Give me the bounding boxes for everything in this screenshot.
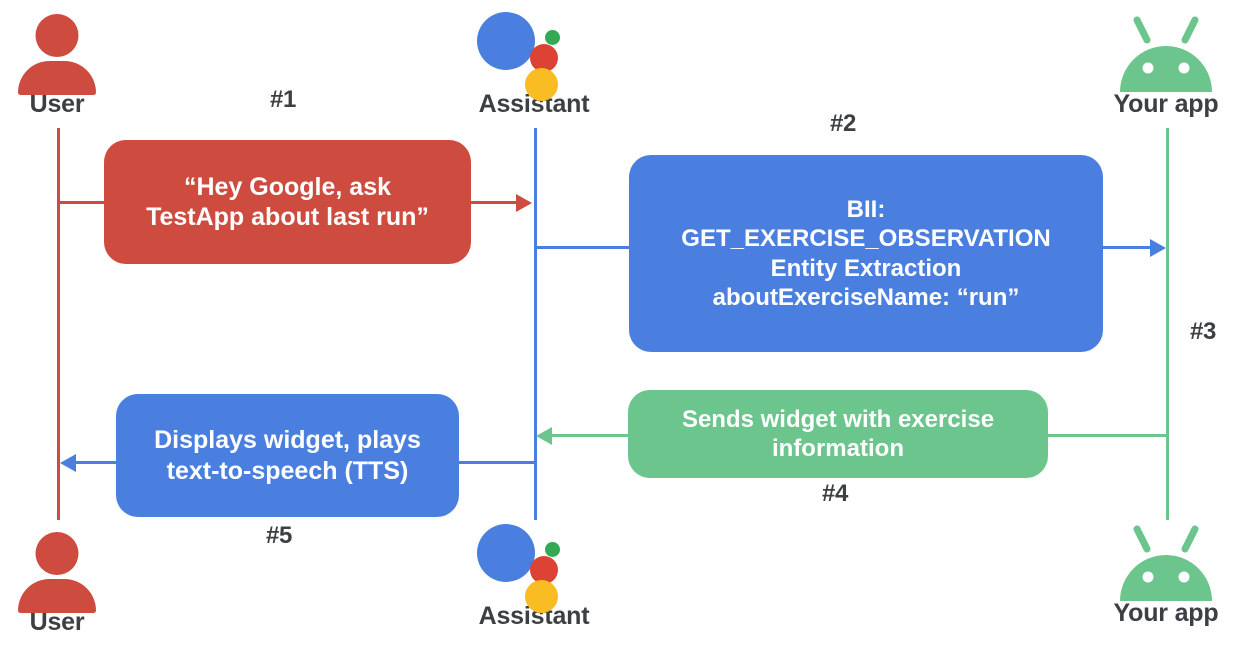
user-avatar-icon bbox=[0, 524, 132, 613]
android-robot-icon bbox=[1091, 515, 1241, 601]
assistant-green-dot bbox=[545, 30, 560, 45]
actor-label-your-app-bottom: Your app bbox=[1113, 599, 1219, 627]
arrowhead-user-to-assistant bbox=[516, 194, 532, 212]
android-robot-svg bbox=[1120, 16, 1212, 92]
connector-assistant-to-message5 bbox=[457, 461, 535, 464]
actor-assistant-bottom[interactable]: Assistant bbox=[459, 518, 609, 629]
step-label-2: #2 bbox=[830, 110, 857, 137]
connector-assistant-to-message2 bbox=[534, 246, 632, 249]
message-box-user-utterance[interactable]: “Hey Google, ask TestApp about last run” bbox=[104, 140, 471, 264]
google-assistant-icon bbox=[459, 518, 609, 613]
google-assistant-icon bbox=[459, 6, 609, 101]
arrowhead-assistant-to-your-app bbox=[1150, 239, 1166, 257]
android-robot-icon bbox=[1091, 6, 1241, 92]
assistant-blue-dot bbox=[477, 12, 535, 70]
user-body-shape bbox=[18, 61, 96, 95]
assistant-red-dot bbox=[530, 44, 558, 72]
actor-user-bottom[interactable]: User bbox=[0, 524, 132, 635]
assistant-yellow-dot bbox=[525, 68, 558, 101]
message-box-bii-intent[interactable]: BII: GET_EXERCISE_OBSERVATION Entity Ext… bbox=[629, 155, 1103, 352]
lifeline-user-top bbox=[57, 128, 60, 520]
user-avatar-icon bbox=[0, 6, 132, 95]
arrowhead-your-app-to-assistant bbox=[536, 427, 552, 445]
arrowhead-assistant-to-user bbox=[60, 454, 76, 472]
message-box-assistant-output[interactable]: Displays widget, plays text-to-speech (T… bbox=[116, 394, 459, 517]
user-body-shape bbox=[18, 579, 96, 613]
message-box-widget-response[interactable]: Sends widget with exercise information bbox=[628, 390, 1048, 478]
assistant-green-dot bbox=[545, 542, 560, 557]
connector-message4-to-assistant bbox=[552, 434, 630, 437]
step-label-3: #3 bbox=[1190, 318, 1217, 345]
actor-label-your-app-top: Your app bbox=[1113, 90, 1219, 118]
lifeline-your-app-top bbox=[1166, 128, 1169, 520]
assistant-blue-dot bbox=[477, 524, 535, 582]
connector-user-to-message1 bbox=[57, 201, 112, 204]
connector-your-app-to-message4 bbox=[1048, 434, 1168, 437]
actor-label-user-bottom: User bbox=[29, 608, 85, 636]
assistant-yellow-dot bbox=[525, 580, 558, 613]
connector-message5-to-user bbox=[76, 461, 120, 464]
step-label-4: #4 bbox=[822, 480, 849, 507]
actor-user-top[interactable]: User bbox=[0, 6, 132, 117]
lifeline-assistant-top bbox=[534, 128, 537, 520]
connector-message1-to-assistant bbox=[468, 201, 520, 204]
actor-assistant-top[interactable]: Assistant bbox=[459, 6, 609, 117]
actor-label-user-top: User bbox=[29, 90, 85, 118]
actor-your-app-top[interactable]: Your app bbox=[1091, 6, 1241, 117]
assistant-red-dot bbox=[530, 556, 558, 584]
user-head-shape bbox=[35, 14, 79, 57]
step-label-5: #5 bbox=[266, 522, 293, 549]
android-robot-svg bbox=[1120, 525, 1212, 601]
actor-your-app-bottom[interactable]: Your app bbox=[1091, 515, 1241, 626]
user-head-shape bbox=[35, 532, 79, 575]
step-label-1: #1 bbox=[270, 86, 297, 113]
connector-message2-to-your-app bbox=[1100, 246, 1152, 249]
